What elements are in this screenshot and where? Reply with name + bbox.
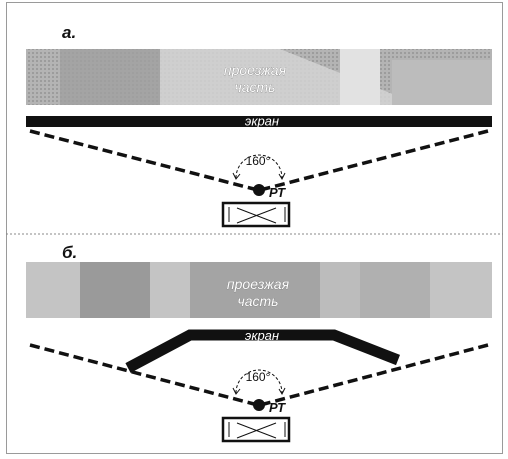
figure-frame — [6, 2, 503, 454]
panel-b-angle-arc — [235, 369, 283, 394]
panel-b-road — [26, 262, 492, 318]
panel-b-angle-label: 160° — [246, 370, 271, 384]
panel-b-device-label: РТ — [269, 400, 286, 415]
panel-b-screen-label: экран — [245, 328, 279, 343]
panel-a-road-label-1: проезжая — [224, 62, 287, 78]
panel-a-road — [26, 49, 492, 105]
panel-a-view-line-right — [263, 129, 489, 191]
panel-b: б. проезжая часть экран 160° РТ — [26, 243, 492, 443]
panel-b-device-box — [221, 416, 291, 443]
panel-b-screen — [125, 329, 401, 373]
panel-a-view-line-left — [29, 129, 255, 191]
panel-b-camera-icon — [253, 399, 265, 411]
panel-a-device-box — [221, 201, 291, 228]
panel-a-angle-arc — [235, 154, 283, 179]
panel-a-road-label-2: часть — [234, 79, 275, 95]
panel-a-screen — [26, 116, 492, 127]
panel-b-road-label-1: проезжая — [227, 276, 290, 292]
panel-b-view-line-right — [263, 343, 489, 406]
panel-a-angle-label: 160° — [246, 154, 271, 168]
panel-a: а. проезжая часть экран 160° РТ — [26, 23, 492, 228]
panel-a-label: а. — [62, 23, 76, 42]
panel-b-view-line-left — [29, 343, 255, 406]
panel-a-camera-icon — [253, 184, 265, 196]
panel-a-screen-label: экран — [245, 114, 279, 129]
panel-a-device-label: РТ — [269, 185, 286, 200]
panel-b-label: б. — [62, 243, 77, 262]
panel-b-road-label-2: часть — [237, 293, 278, 309]
